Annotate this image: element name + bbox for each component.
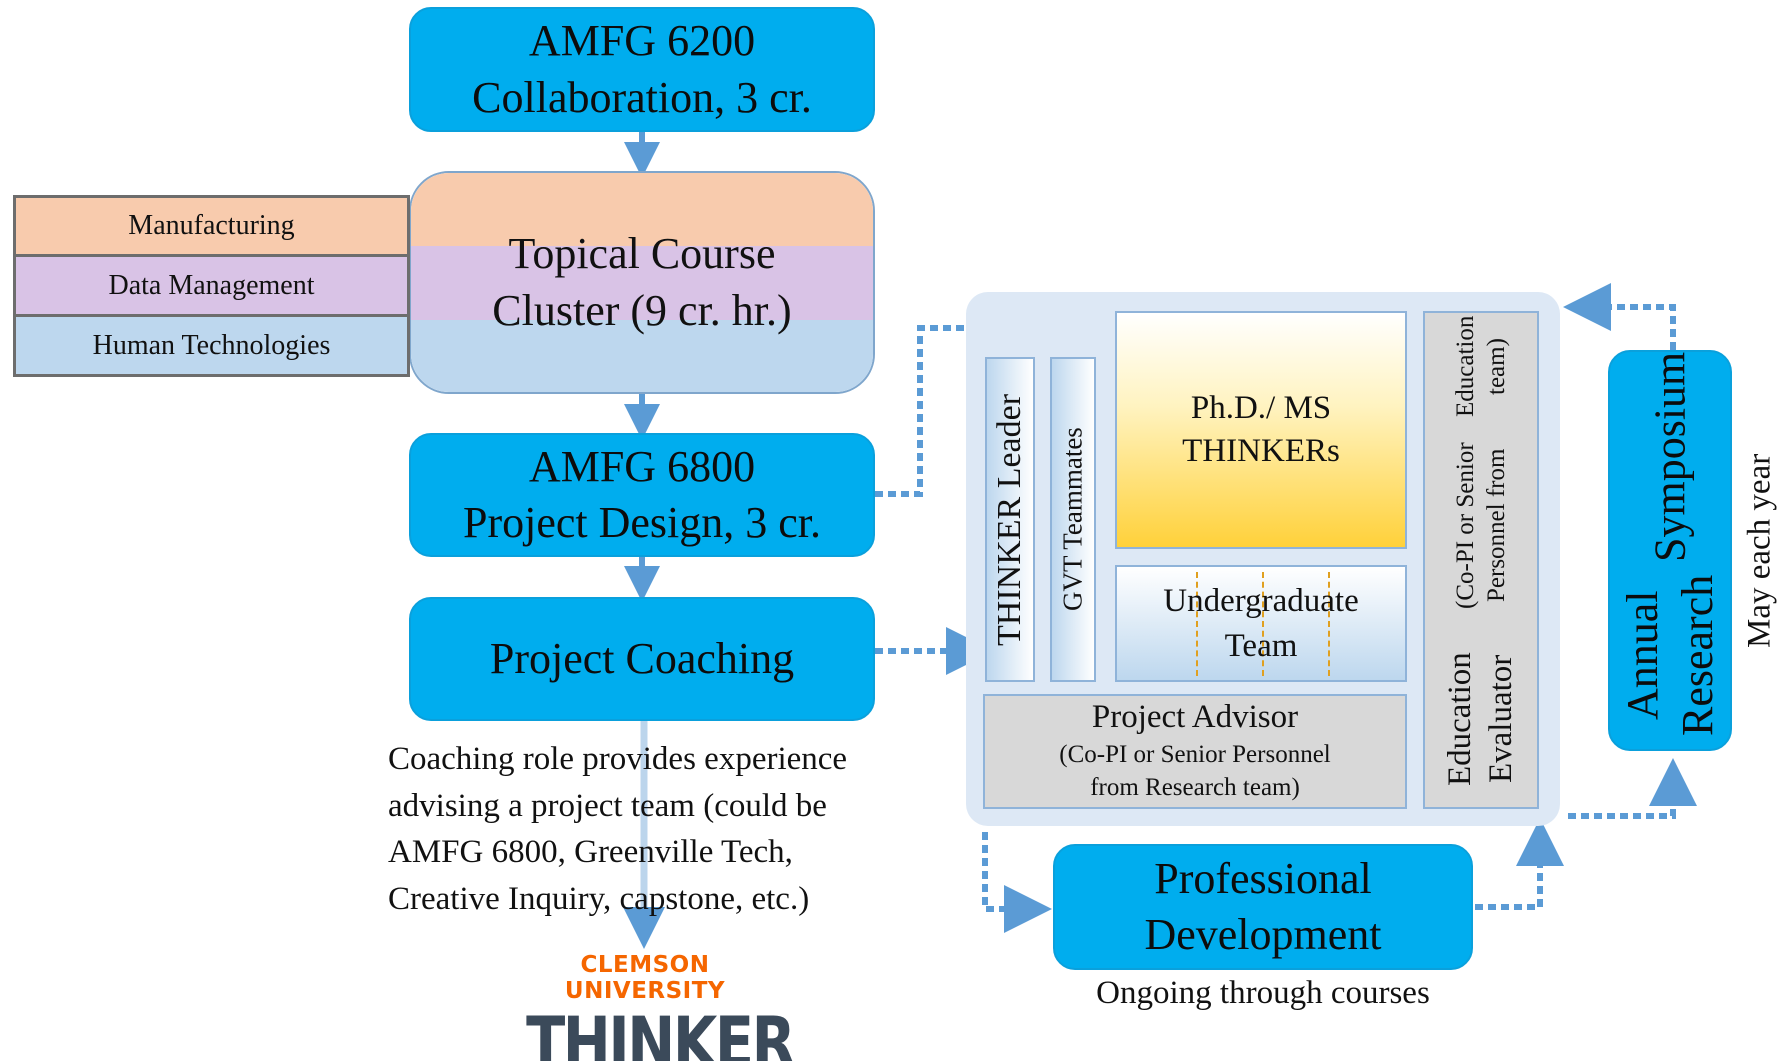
coaching-note-line-2: advising a project team (could be — [388, 787, 827, 824]
gvt-teammates-box: GVT Teammates — [1050, 357, 1096, 682]
professional-note-label: Ongoing through courses — [1096, 975, 1430, 1011]
phd-ms-thinkers-box: Ph.D./ MS THINKERs — [1115, 311, 1407, 549]
undergrad-divider-1 — [1196, 572, 1198, 676]
annual-symposium-subtitle: Symposium — [1645, 352, 1695, 563]
project-advisor-sub-1: (Co-PI or Senior Personnel — [1059, 740, 1331, 768]
topic-manufacturing-label: Manufacturing — [128, 210, 295, 241]
education-evaluator-text: Education Evaluator (Co-PI or Senior Per… — [1425, 313, 1537, 807]
education-evaluator-sub-2: Education team) — [1451, 315, 1510, 418]
education-evaluator-box: Education Evaluator (Co-PI or Senior Per… — [1423, 311, 1539, 809]
cluster-band-human — [411, 320, 873, 392]
topic-manufacturing: Manufacturing — [13, 195, 410, 257]
logo-thinker-word: THINKER — [526, 1002, 796, 1061]
annual-symposium-text: Annual Research Symposium — [1615, 352, 1725, 749]
professional-title: Professional — [1154, 853, 1372, 903]
phd-ms-title: Ph.D./ MS — [1190, 390, 1332, 427]
education-evaluator-sub-1: (Co-PI or Senior Personnel from — [1451, 442, 1510, 609]
amfg6200-title: AMFG 6200 — [528, 16, 756, 66]
project-advisor-sub-2: from Research team) — [1090, 774, 1300, 802]
dotted-symposium-to-panel — [1563, 283, 1676, 350]
undergrad-divider-2 — [1262, 572, 1264, 676]
dotted-panel-to-symposium — [1568, 758, 1697, 819]
clemson-thinker-logo: CLEMSON UNIVERSITY THINKER — [500, 952, 796, 1061]
annual-symposium-title: Annual Research — [1618, 575, 1722, 737]
logo-university-text: CLEMSON UNIVERSITY — [564, 952, 726, 1004]
phd-ms-subtitle: THINKERs — [1182, 433, 1340, 469]
project-advisor-box: Project Advisor (Co-PI or Senior Personn… — [983, 694, 1407, 809]
symposium-note: May each year — [1738, 350, 1782, 751]
cluster-title: Topical Course — [508, 229, 776, 279]
cluster-band-data — [411, 246, 873, 320]
topical-cluster-box: Topical Course Cluster (9 cr. hr.) — [409, 171, 875, 394]
coaching-note: Coaching role provides experience advisi… — [388, 736, 948, 922]
professional-development-box: Professional Development — [1053, 844, 1473, 970]
undergrad-divider-3 — [1328, 572, 1330, 676]
gvt-teammates-label: GVT Teammates — [1057, 427, 1088, 612]
cluster-band-manufacturing — [411, 173, 873, 246]
topic-human-technologies-label: Human Technologies — [92, 329, 331, 361]
project-advisor-title: Project Advisor — [1091, 698, 1299, 735]
project-coaching-box: Project Coaching — [409, 597, 875, 721]
project-coaching-label: Project Coaching — [489, 633, 795, 683]
professional-subtitle: Development — [1144, 910, 1382, 959]
thinker-leader-label: THINKER Leader — [991, 393, 1028, 646]
amfg6800-box: AMFG 6800 Project Design, 3 cr. — [409, 433, 875, 557]
symposium-note-label: May each year — [1741, 453, 1778, 648]
topic-data-management: Data Management — [13, 254, 410, 317]
amfg6200-subtitle: Collaboration, 3 cr. — [472, 72, 812, 122]
undergraduate-subtitle: Team — [1224, 627, 1298, 664]
amfg6200-box: AMFG 6200 Collaboration, 3 cr. — [409, 7, 875, 132]
topic-human-technologies: Human Technologies — [13, 314, 410, 377]
amfg6800-subtitle: Project Design, 3 cr. — [462, 498, 822, 547]
amfg6800-title: AMFG 6800 — [528, 441, 756, 491]
professional-note: Ongoing through courses — [1010, 972, 1516, 1015]
thinker-leader-box: THINKER Leader — [985, 357, 1035, 682]
topic-data-management-label: Data Management — [108, 269, 315, 301]
cluster-subtitle: Cluster (9 cr. hr.) — [492, 285, 792, 335]
undergraduate-title: Undergraduate — [1163, 583, 1359, 620]
cluster-label: Topical Course Cluster (9 cr. hr.) — [411, 173, 873, 392]
coaching-note-line-4: Creative Inquiry, capstone, etc.) — [388, 880, 810, 917]
education-evaluator-title: Education Evaluator — [1441, 652, 1519, 787]
coaching-note-line-3: AMFG 6800, Greenville Tech, — [388, 834, 793, 871]
dotted-professional-to-panel — [1475, 818, 1564, 910]
dotted-panel-to-professional — [982, 832, 1052, 933]
coaching-note-line-1: Coaching role provides experience — [388, 741, 848, 777]
undergraduate-team-box: Undergraduate Team — [1115, 565, 1407, 682]
annual-symposium-box: Annual Research Symposium — [1608, 350, 1732, 751]
